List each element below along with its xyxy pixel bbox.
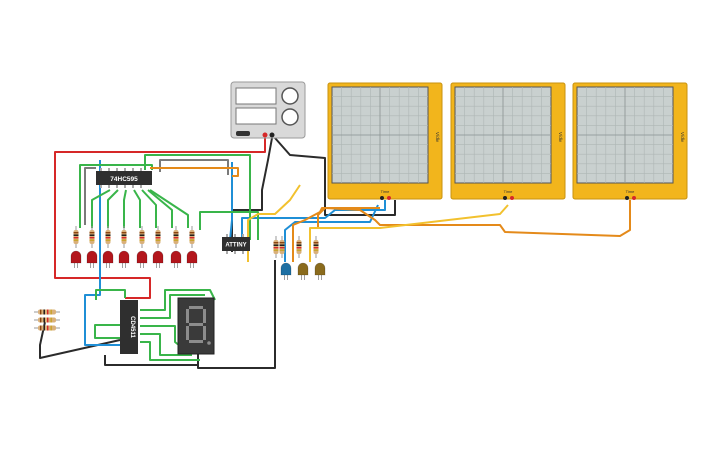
- resistor[interactable]: [34, 309, 60, 315]
- wire-layer: [39, 137, 631, 369]
- resistor[interactable]: [121, 226, 127, 248]
- orange-wire[interactable]: [317, 200, 631, 237]
- resistor[interactable]: [73, 226, 79, 248]
- seven-segment-display[interactable]: [177, 297, 215, 355]
- green-wire[interactable]: [107, 189, 119, 228]
- led[interactable]: [280, 262, 292, 280]
- oscilloscope-probe-positive[interactable]: [387, 196, 391, 200]
- oscilloscope-vdiv-label: V/div: [680, 132, 685, 143]
- led[interactable]: [152, 250, 164, 268]
- black-wire[interactable]: [104, 355, 198, 366]
- blue-wire[interactable]: [84, 160, 125, 346]
- green-wire[interactable]: [91, 189, 111, 228]
- oscilloscope-probe-negative[interactable]: [380, 196, 384, 200]
- shift-register-label: 74HC595: [110, 176, 138, 183]
- oscilloscope-probe-positive[interactable]: [632, 196, 636, 200]
- power-supply[interactable]: [230, 81, 306, 139]
- green-wire[interactable]: [95, 289, 126, 300]
- green-wire[interactable]: [141, 189, 157, 228]
- green-wire[interactable]: [149, 189, 189, 228]
- green-wire[interactable]: [94, 324, 120, 339]
- oscilloscope-vdiv-label: V/div: [435, 132, 440, 143]
- green-wire[interactable]: [140, 294, 205, 319]
- green-wire[interactable]: [199, 211, 259, 240]
- parts-layer: [34, 226, 326, 331]
- resistor[interactable]: [105, 226, 111, 248]
- voltage-knob[interactable]: [281, 87, 299, 105]
- yellow-wire[interactable]: [247, 184, 301, 262]
- oscilloscope-time-label: Time: [504, 189, 514, 194]
- resistor[interactable]: [313, 236, 319, 258]
- oscilloscope-probe-negative[interactable]: [503, 196, 507, 200]
- power-supply-voltage-display: [235, 87, 277, 105]
- resistor[interactable]: [139, 226, 145, 248]
- black-wire[interactable]: [39, 321, 121, 359]
- shift-register-chip[interactable]: 74HC595: [96, 168, 152, 188]
- oscilloscope-probe-positive[interactable]: [510, 196, 514, 200]
- resistor[interactable]: [189, 226, 195, 248]
- blue-wire[interactable]: [241, 200, 386, 240]
- black-wire[interactable]: [197, 260, 276, 369]
- led[interactable]: [170, 250, 182, 268]
- counter-label: CD4511: [129, 316, 135, 338]
- power-supply-current-display: [235, 107, 277, 125]
- led[interactable]: [297, 262, 309, 280]
- green-wire[interactable]: [147, 189, 173, 228]
- resistor[interactable]: [155, 226, 161, 248]
- led[interactable]: [118, 250, 130, 268]
- green-wire[interactable]: [133, 189, 141, 228]
- black-wire[interactable]: [274, 137, 396, 216]
- attiny-chip[interactable]: ATTINY: [222, 234, 250, 254]
- attiny-label: ATTINY: [225, 243, 246, 249]
- orange-wire[interactable]: [292, 207, 380, 262]
- oscilloscope-probe-negative[interactable]: [625, 196, 629, 200]
- resistor[interactable]: [173, 226, 179, 248]
- led[interactable]: [136, 250, 148, 268]
- yellow-wire[interactable]: [309, 204, 509, 262]
- negative-terminal[interactable]: [269, 132, 275, 138]
- blue-wire[interactable]: [284, 204, 379, 262]
- green-wire[interactable]: [123, 189, 127, 228]
- power-switch[interactable]: [236, 131, 250, 136]
- green-wire[interactable]: [144, 154, 251, 240]
- resistor[interactable]: [34, 325, 60, 331]
- led[interactable]: [186, 250, 198, 268]
- resistor[interactable]: [279, 236, 285, 258]
- led[interactable]: [86, 250, 98, 268]
- counter-chip[interactable]: CD4511: [120, 300, 138, 354]
- led[interactable]: [70, 250, 82, 268]
- resistor[interactable]: [34, 317, 60, 323]
- resistor[interactable]: [89, 226, 95, 248]
- orange-wire[interactable]: [150, 167, 239, 177]
- red-wire[interactable]: [54, 138, 266, 299]
- green-wire[interactable]: [140, 341, 200, 361]
- gray-wire[interactable]: [84, 167, 96, 225]
- led[interactable]: [102, 250, 114, 268]
- blue-wire[interactable]: [229, 162, 233, 241]
- oscilloscope-vdiv-label: V/div: [558, 132, 563, 143]
- oscilloscope-time-label: Time: [626, 189, 636, 194]
- current-knob[interactable]: [281, 108, 299, 126]
- oscilloscope-time-label: Time: [381, 189, 391, 194]
- resistor[interactable]: [273, 236, 279, 258]
- led[interactable]: [314, 262, 326, 280]
- green-wire[interactable]: [140, 333, 192, 356]
- resistor[interactable]: [296, 236, 302, 258]
- green-wire[interactable]: [140, 289, 216, 311]
- positive-terminal[interactable]: [262, 132, 268, 138]
